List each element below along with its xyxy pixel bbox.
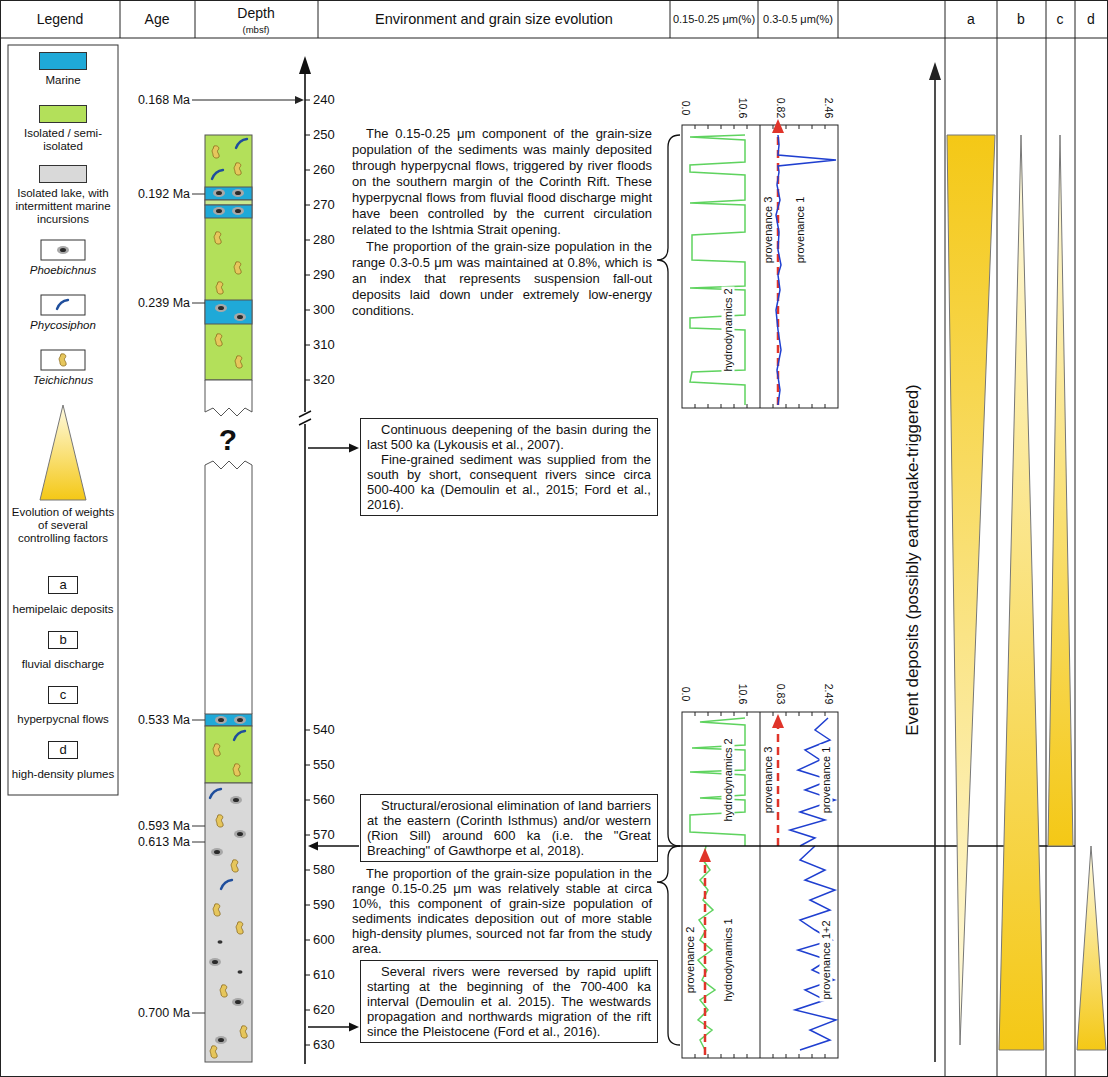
depth-value: 570 [313,827,335,843]
legend-label: high-density plumes [11,768,115,781]
depth-value: 600 [313,932,335,948]
depth-value: 630 [313,1037,335,1053]
age-label: 0.613 Ma [138,835,190,850]
box-text: Structural/erosional elimination of land… [367,798,651,858]
column-header: 0.15-0.25 μm(%) [672,13,756,26]
axis-tick: 0.0 [679,101,692,116]
unknown-mark: ? [219,422,237,458]
depth-value: 580 [313,862,335,878]
depth-value: 590 [313,897,335,913]
depth-value: 560 [313,792,335,808]
axis-tick: 0.83 [774,684,787,704]
note-text: The proportion of the grain-size populat… [352,866,652,956]
legend-swatch [39,165,87,183]
depth-value: 620 [313,1002,335,1018]
box-text: Continuous deepening of the basin during… [367,422,651,452]
column-header: Environment and grain size evolution [375,11,613,28]
legend-label: Isolated / semi-isolated [11,127,115,153]
age-label: 0.192 Ma [138,187,190,202]
age-label: 0.700 Ma [138,1006,190,1021]
curve-label: hydrodynamics 2 [722,736,735,823]
arrow-head [349,444,359,453]
curve-label: provenance 3 [762,195,775,266]
depth-value: 610 [313,967,335,983]
legend-key-letter: c [48,686,78,704]
legend-label: Phycosiphon [11,319,115,332]
legend-label: fluvial discharge [11,658,115,671]
depth-value: 250 [313,127,335,143]
box-text: Several rivers were reversed by rapid up… [367,964,651,1039]
curve-label: provenance 2 [684,925,697,996]
axis-tick: 0.0 [679,687,692,702]
depth-value: 240 [313,92,335,108]
axis-title: Event deposits (possibly earthquake-trig… [903,384,923,736]
legend-swatch [39,105,87,123]
axis-tick: 0.82 [774,98,787,118]
note-box: Several rivers were reversed by rapid up… [360,960,658,1043]
note-box: Continuous deepening of the basin during… [360,418,658,516]
note-box: Structural/erosional elimination of land… [360,794,658,862]
legend-swatch [39,52,87,70]
depth-value: 290 [313,267,335,283]
curve-label: provenance 1+2 [820,918,833,1001]
column-header: 0.3-0.5 μm(%) [759,13,837,26]
legend-label: hemipelaic deposits [11,603,115,616]
arrow-head [349,1023,359,1032]
leader-arrow [316,845,359,846]
depth-value: 540 [313,722,335,738]
column-header: a [967,11,975,28]
legend-label: hyperpycnal flows [11,713,115,726]
depth-value: 310 [313,337,335,353]
column-header: Depth [237,5,274,22]
depth-value: 260 [313,162,335,178]
leader-arrow [308,447,351,448]
legend-key-letter: d [48,741,78,759]
column-header: Legend [37,11,84,28]
note-text: The 0.15-0.25 μm component of the grain-… [352,126,652,238]
legend-key-letter: a [48,576,78,594]
note-text: The proportion of the grain-size populat… [352,239,652,319]
age-label: 0.533 Ma [138,713,190,728]
leader-arrow [308,1026,351,1027]
axis-tick: 2.46 [822,98,835,118]
depth-value: 300 [313,302,335,318]
depth-value: 280 [313,232,335,248]
legend-label: Marine [11,74,115,87]
curve-label: provenance 1 [794,195,807,266]
axis-tick: 10.6 [736,98,749,118]
legend-label: Phoebichnus [11,264,115,277]
curve-label: provenance 1 [820,745,833,816]
depth-value: 270 [313,197,335,213]
column-header: c [1057,11,1064,28]
depth-value: 320 [313,372,335,388]
age-label: 0.168 Ma [138,93,190,108]
box-text: Fine-grained sediment was supplied from … [367,452,651,512]
column-header: b [1017,11,1025,28]
curve-label: hydrodynamics 1 [722,916,735,1003]
curve-label: hydrodynamics 2 [722,286,735,373]
unit-label: (mbsf) [243,24,270,35]
age-label: 0.593 Ma [138,819,190,834]
arrow-head [308,842,318,851]
legend-key-letter: b [48,631,78,649]
age-label: 0.239 Ma [138,296,190,311]
curve-label: provenance 3 [762,745,775,816]
legend-label: Teichichnus [11,374,115,387]
depth-value: 550 [313,757,335,773]
legend-label: Evolution of weights of several controll… [11,506,115,545]
axis-tick: 2.49 [822,684,835,704]
column-header: d [1087,11,1095,28]
legend-label: Isolated lake, with intermittent marine … [11,187,115,226]
axis-tick: 10.6 [736,684,749,704]
column-header: Age [145,11,170,28]
